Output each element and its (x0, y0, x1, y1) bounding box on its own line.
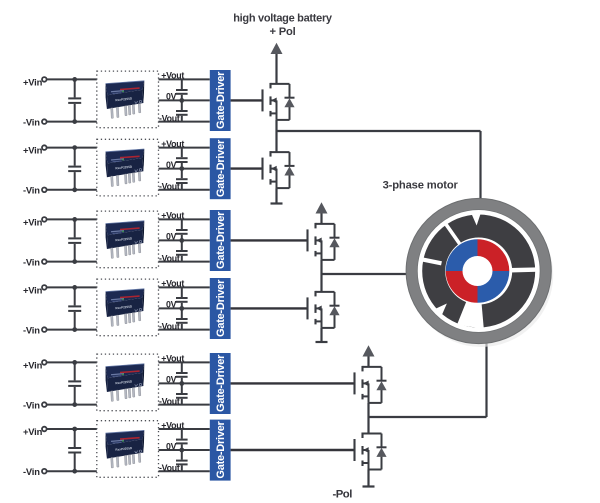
svg-text:high voltage battery: high voltage battery (233, 12, 333, 24)
svg-text:+ Pol: + Pol (269, 26, 295, 38)
svg-text:-Pol: -Pol (333, 488, 353, 500)
svg-text:3-phase motor: 3-phase motor (383, 180, 459, 192)
